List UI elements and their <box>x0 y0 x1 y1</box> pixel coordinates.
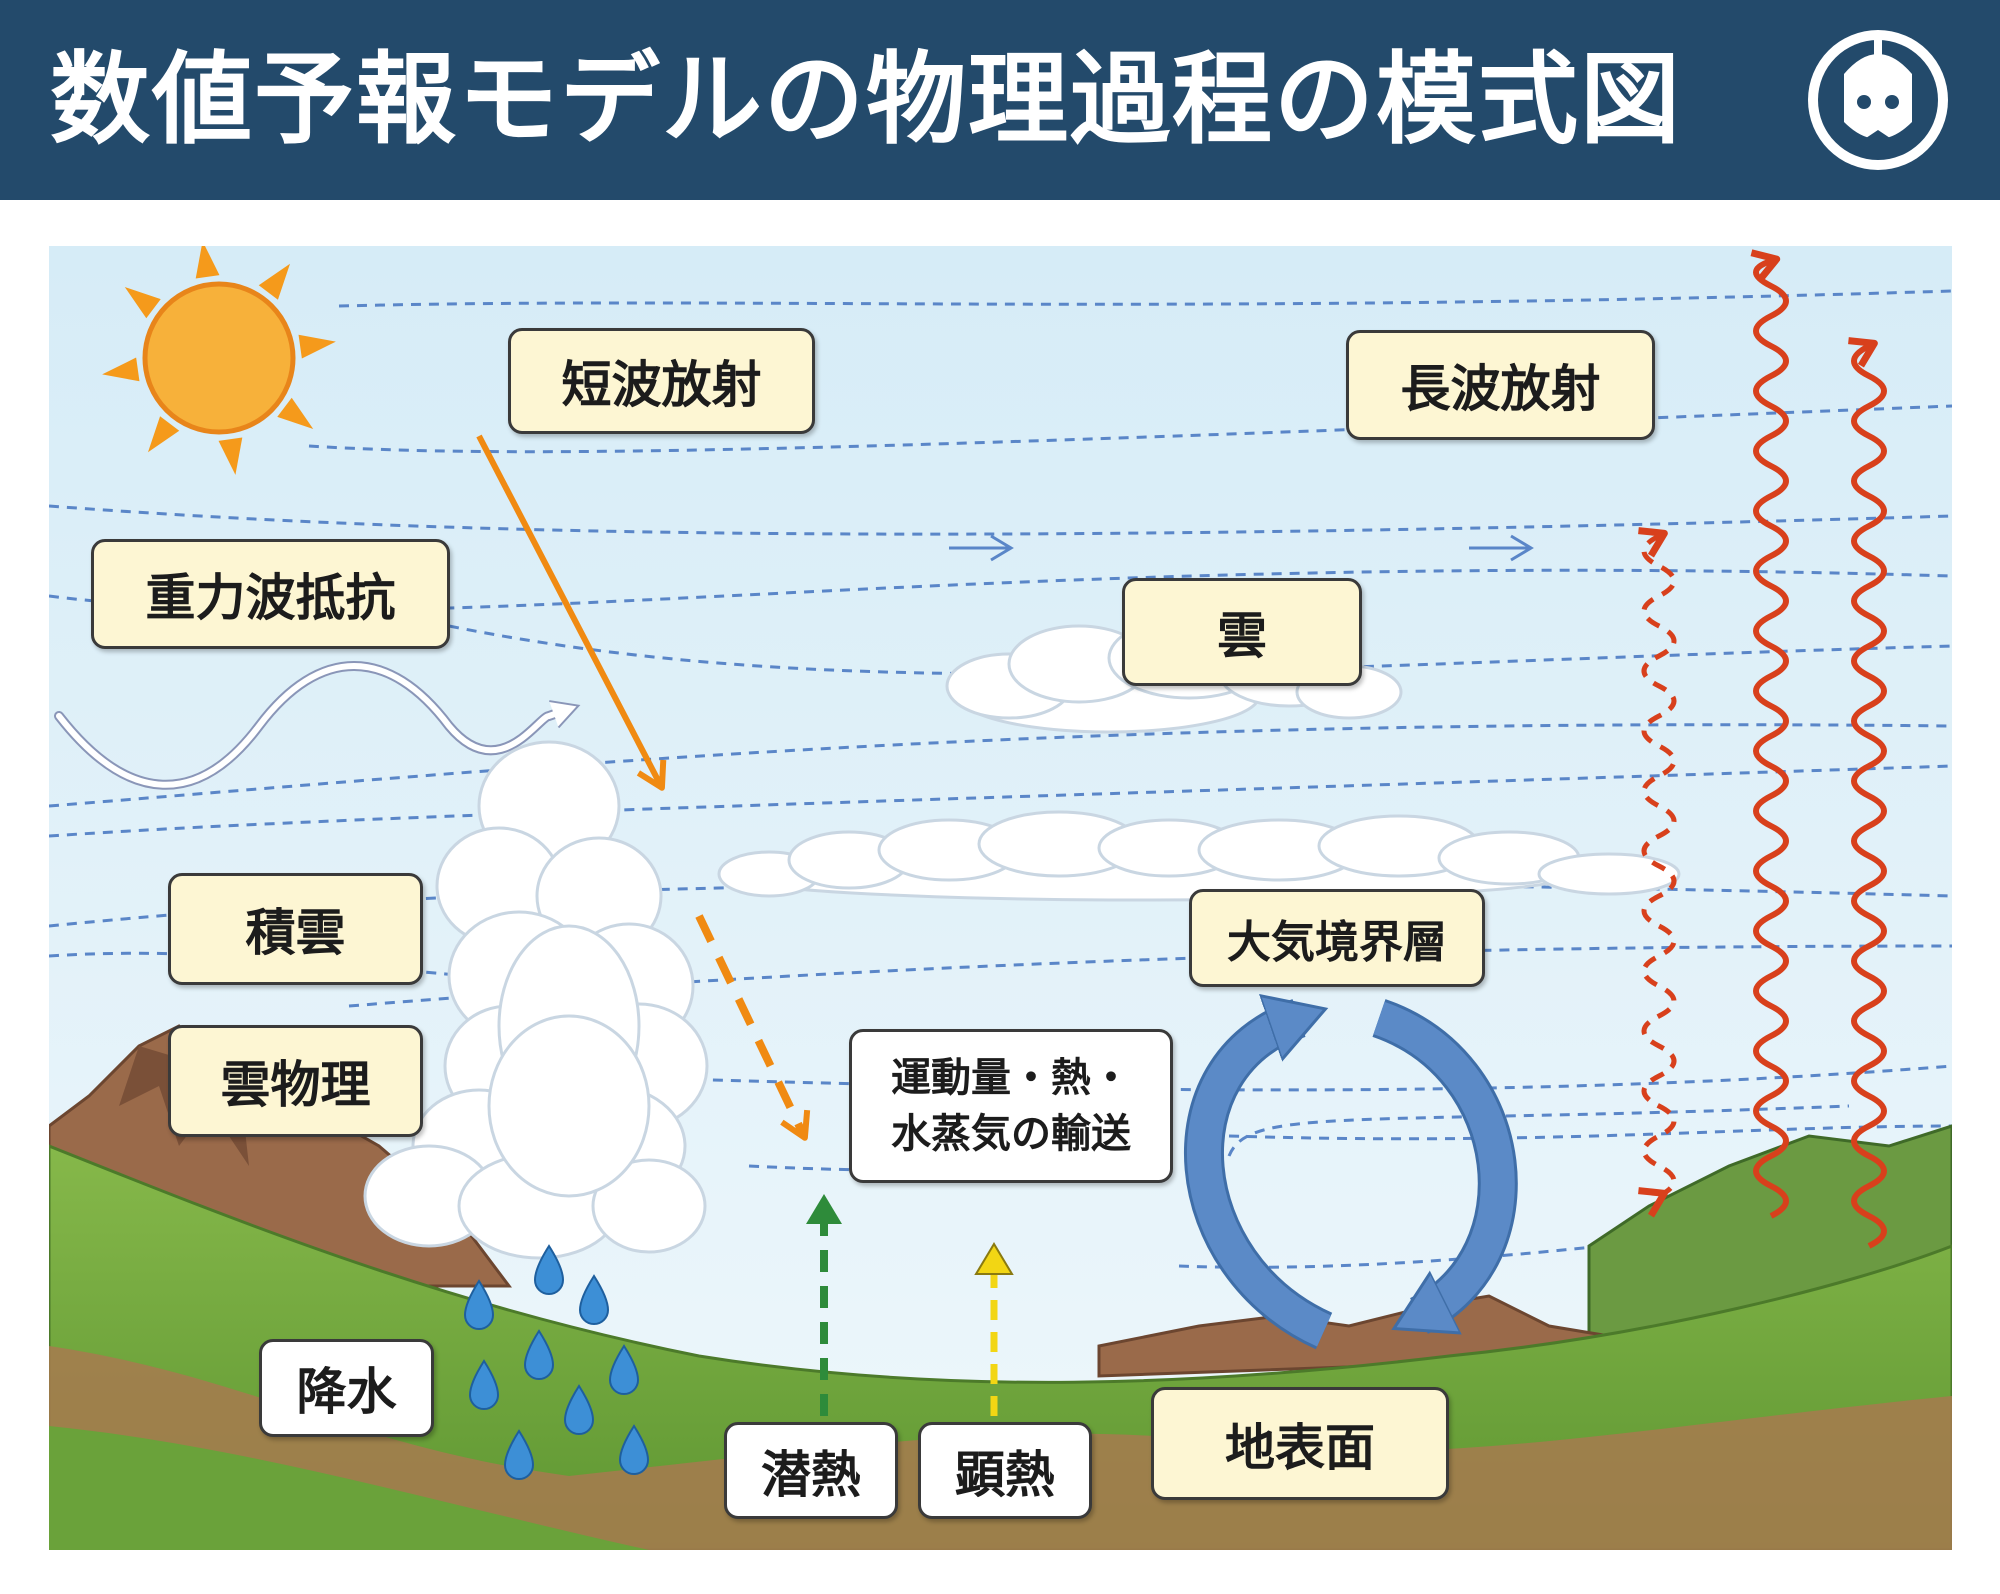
label-latent-heat: 潜熱 <box>724 1422 898 1519</box>
cumulus-cloud <box>363 740 709 1260</box>
label-cloud: 雲 <box>1122 578 1362 686</box>
shortwave-arrow <box>476 434 667 791</box>
sun-icon <box>102 246 336 475</box>
label-longwave: 長波放射 <box>1346 330 1655 440</box>
label-transport-line1: 運動量・熱・ <box>891 1055 1131 1101</box>
header-bar: 数値予報モデルの物理過程の模式図 <box>0 0 2000 200</box>
label-transport-line2: 水蒸気の輸送 <box>891 1111 1131 1157</box>
circulation-left-arrow <box>1187 1018 1332 1347</box>
page-title: 数値予報モデルの物理過程の模式図 <box>50 41 1682 158</box>
circulation-right-arrow <box>1373 1001 1515 1316</box>
label-cloud-physics: 雲物理 <box>168 1025 423 1137</box>
label-boundary-layer: 大気境界層 <box>1189 889 1485 987</box>
label-sensible-heat: 顕熱 <box>918 1422 1092 1519</box>
longwave-dashed-arrow <box>1638 527 1677 1218</box>
logo-icon <box>1808 30 1948 170</box>
label-transport: 運動量・熱・ 水蒸気の輸送 <box>849 1029 1173 1183</box>
gravity-wave-arrow <box>56 663 581 788</box>
longwave-arrow-1 <box>1750 249 1789 1219</box>
cloud-middle <box>717 810 1681 902</box>
label-precipitation: 降水 <box>259 1339 434 1437</box>
label-cumulus: 積雲 <box>168 873 423 985</box>
shortwave-dashed-arrow <box>695 914 811 1141</box>
label-gravity-wave-drag: 重力波抵抗 <box>91 539 450 649</box>
raindrops <box>463 1244 650 1480</box>
ground-strip <box>49 1426 649 1550</box>
label-surface: 地表面 <box>1151 1387 1449 1500</box>
label-shortwave: 短波放射 <box>508 328 815 434</box>
diagram-scene: 短波放射 長波放射 重力波抵抗 雲 積雲 雲物理 大気境界層 運動量・熱・ 水蒸… <box>49 246 1952 1550</box>
longwave-arrow-2 <box>1848 337 1887 1249</box>
